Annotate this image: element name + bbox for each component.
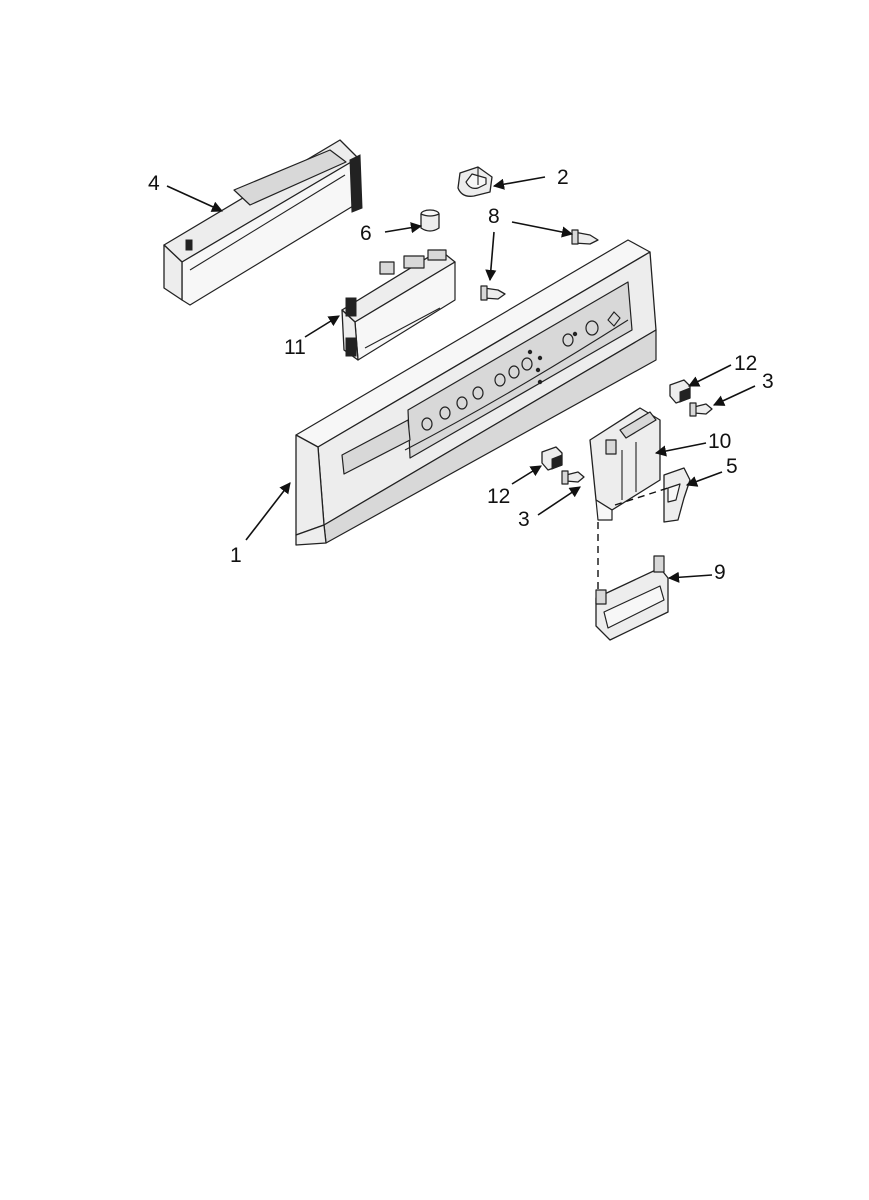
part-4-end-cap bbox=[163, 139, 363, 306]
callout-2: 2 bbox=[557, 166, 569, 189]
callout-8: 8 bbox=[488, 205, 500, 228]
callout-10: 10 bbox=[708, 430, 731, 453]
part-3-screw-upper bbox=[689, 402, 713, 417]
callout-12-lower: 12 bbox=[487, 485, 510, 508]
callout-3-upper: 3 bbox=[762, 370, 774, 393]
part-9-bracket bbox=[595, 555, 669, 641]
part-3-screw-lower bbox=[561, 470, 585, 485]
callout-1: 1 bbox=[230, 544, 242, 567]
callout-11: 11 bbox=[284, 336, 306, 359]
part-1-console-panel bbox=[295, 239, 657, 546]
part-12-clip-upper bbox=[669, 379, 691, 404]
part-10-bracket bbox=[589, 407, 661, 521]
part-8-screw-upper bbox=[571, 229, 599, 245]
callout-9: 9 bbox=[714, 561, 726, 584]
leader-lines bbox=[166, 176, 756, 583]
callout-6: 6 bbox=[360, 222, 372, 245]
callout-3-lower: 3 bbox=[518, 508, 530, 531]
part-6-cap bbox=[420, 209, 440, 232]
callout-4: 4 bbox=[148, 172, 160, 195]
callout-12-upper: 12 bbox=[734, 352, 757, 375]
part-12-clip-lower bbox=[541, 446, 563, 471]
callout-5: 5 bbox=[726, 455, 738, 478]
part-8-screw-lower bbox=[480, 285, 506, 301]
part-5-hook bbox=[663, 467, 691, 523]
part-2-clip bbox=[457, 166, 493, 197]
part-11-control-board bbox=[341, 249, 456, 361]
alignment-line-diagonal bbox=[614, 487, 669, 506]
